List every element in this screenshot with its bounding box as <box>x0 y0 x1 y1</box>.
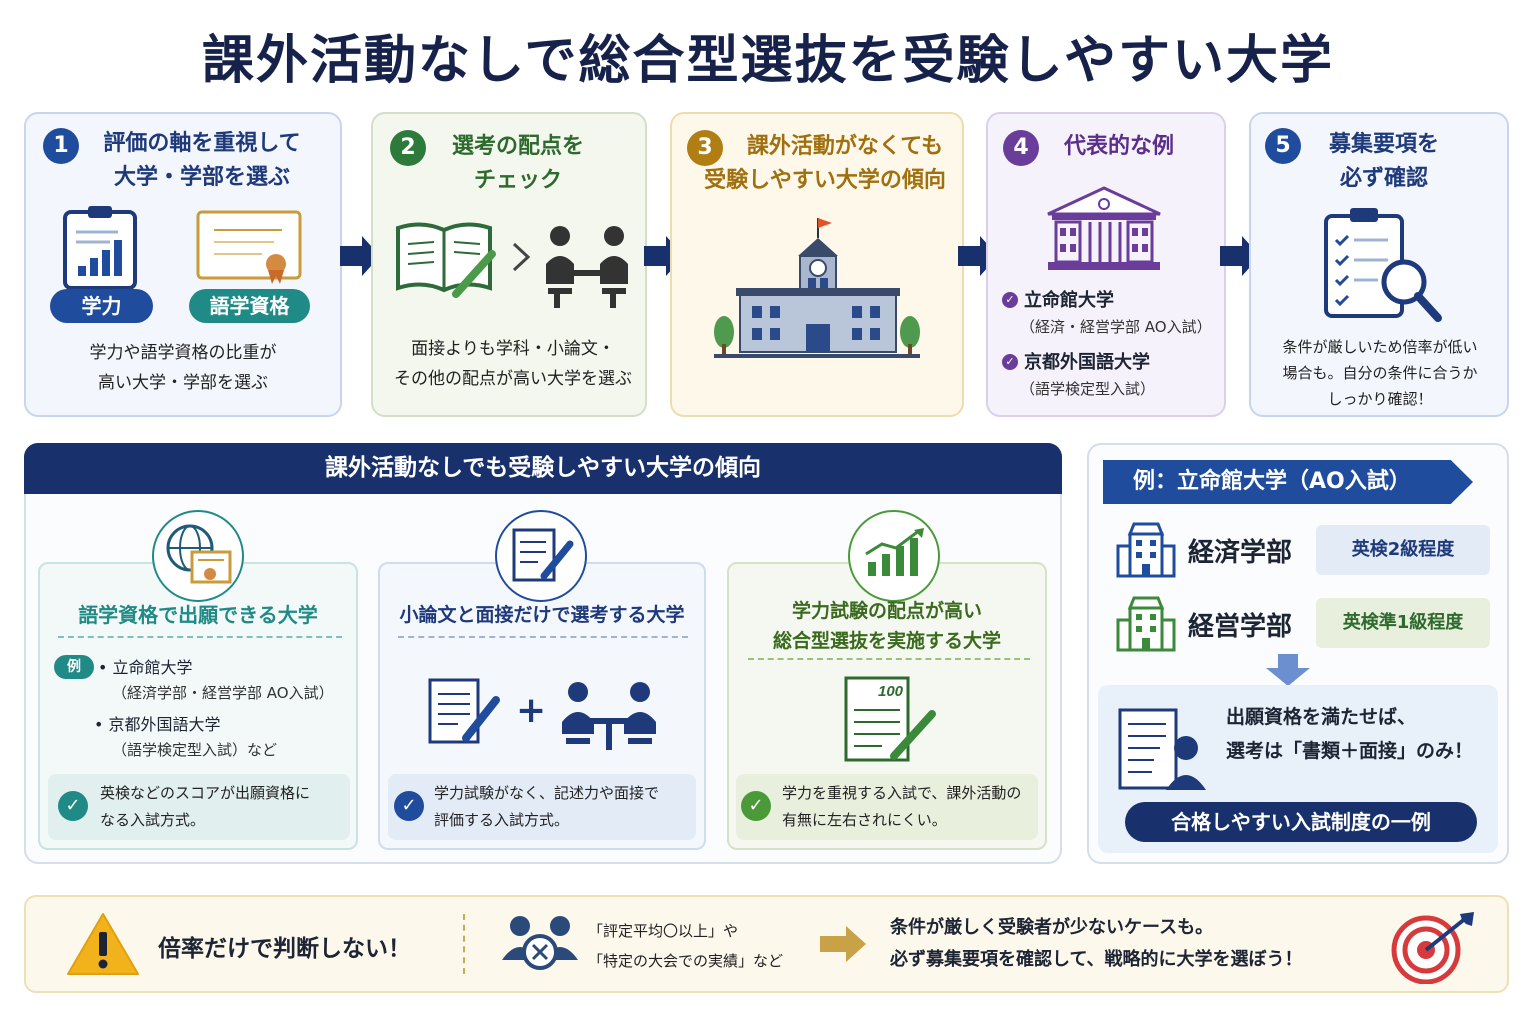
step-1-heading: 評価の軸を重視して大学・学部を選ぶ <box>103 131 301 190</box>
chart-clipboard-icon <box>63 206 137 290</box>
interview-people-icon <box>546 226 628 308</box>
example-university-2-note: （語学検定型入試） <box>1020 380 1156 398</box>
example-summary-pill: 合格しやすい入試制度の一例 <box>1125 802 1477 842</box>
trend-card-3-title: 学力試験の配点が高い総合型選抜を実施する大学 <box>772 600 1001 652</box>
grade-management: 英検準1級程度 <box>1316 598 1490 648</box>
check-icon: ✓ <box>394 791 424 821</box>
step-2-number: 2 <box>390 130 426 166</box>
score-text: 100 <box>878 683 904 700</box>
department-economics: 経済学部 <box>1188 538 1293 568</box>
check-icon: ✓ <box>1002 354 1018 370</box>
target-icon <box>1391 912 1474 984</box>
building-icon-blue <box>1116 522 1176 578</box>
bottom-warning-bar <box>24 895 1509 993</box>
step-5-heading: 募集要項を必ず確認 <box>1328 132 1439 191</box>
arrow-down-icon <box>1266 654 1310 686</box>
divider <box>58 636 342 638</box>
arrow-right-icon <box>340 236 380 276</box>
globe-certificate-icon <box>166 524 232 584</box>
card-1-item-2: • 京都外国語大学 <box>94 715 221 734</box>
card-3-note-box <box>736 774 1038 840</box>
building-icon-green <box>1116 596 1176 652</box>
card-2-note-box <box>388 774 696 840</box>
card-2-note: 学力試験がなく、記述力や面接で評価する入試方式。 <box>434 784 660 829</box>
pill-academic: 学力 <box>50 289 153 323</box>
card-1-note: 英検などのスコアが出願資格になる入試方式。 <box>100 784 311 829</box>
example-university-1: 立命館大学 <box>1024 290 1114 311</box>
document-person-icon <box>1118 708 1206 790</box>
trend-card-2-title: 小論文と面接だけで選考する大学 <box>399 604 685 626</box>
trends-panel-title: 課外活動なしでも受験しやすい大学の傾向 <box>24 443 1062 494</box>
step-1-number: 1 <box>43 128 79 164</box>
card-1-item-1: • 立命館大学 <box>98 658 193 677</box>
certificate-icon <box>196 210 302 284</box>
page-title: 課外活動なしで総合型選抜を受験しやすい大学 <box>202 31 1334 91</box>
check-icon: ✓ <box>741 791 771 821</box>
arrow-right-icon <box>820 926 866 962</box>
check-icon: ✓ <box>58 791 88 821</box>
step-3-number: 3 <box>687 130 723 166</box>
growth-chart-icon <box>865 528 924 576</box>
card-1-item-2-note: （語学検定型入試）など <box>112 741 278 759</box>
warning-text: 倍率だけで判断しない！ <box>158 936 411 962</box>
document-pen-icon <box>512 528 574 582</box>
example-university-2: 京都外国語大学 <box>1024 352 1150 373</box>
step-4-heading: 代表的な例 <box>1063 134 1174 159</box>
condition-examples: 「評定平均〇以上」や「特定の大会での実績」など <box>588 922 784 970</box>
divider <box>463 914 465 974</box>
university-building-icon <box>714 218 920 358</box>
divider <box>748 658 1030 660</box>
test-sheet-icon: 100 <box>844 676 936 762</box>
step-3-heading: 課外活動がなくても受験しやすい大学の傾向 <box>704 134 946 193</box>
divider <box>398 636 688 638</box>
interview-icon <box>562 682 656 750</box>
pill-language-qualification: 語学資格 <box>189 289 310 323</box>
check-icon: ✓ <box>1002 292 1018 308</box>
people-excluded-icon <box>502 916 578 970</box>
grade-economics: 英検2級程度 <box>1316 525 1490 575</box>
plus-sign: + <box>516 690 547 731</box>
example-badge: 例 <box>54 655 94 679</box>
example-result-text: 出願資格を満たせば、選考は「書類＋面接」のみ！ <box>1226 706 1474 762</box>
step-4-number: 4 <box>1003 130 1039 166</box>
card-1-item-1-note: （経済学部・経営学部 AO入試） <box>112 684 334 702</box>
card-3-note: 学力を重視する入試で、課外活動の有無に左右されにくい。 <box>782 784 1022 829</box>
step-5-description: 条件が厳しいため倍率が低い場合も。自分の条件に合うかしっかり確認！ <box>1282 338 1478 408</box>
trend-card-1-title: 語学資格で出願できる大学 <box>78 603 318 627</box>
warning-icon <box>67 913 139 975</box>
chevron-right-icon <box>512 242 531 272</box>
example-university-1-note: （経済・経営学部 AO入試） <box>1020 318 1212 336</box>
card-1-note-box <box>48 774 350 840</box>
checklist-magnifier-icon <box>1324 208 1442 322</box>
step-1-description: 学力や語学資格の比重が高い大学・学部を選ぶ <box>89 343 277 393</box>
icon-circle <box>848 510 940 602</box>
open-book-pen-icon <box>396 222 496 298</box>
classical-building-icon <box>1047 186 1161 270</box>
department-management: 経営学部 <box>1188 612 1293 642</box>
step-2-description: 面接よりも学科・小論文・その他の配点が高い大学を選ぶ <box>394 339 632 389</box>
example-panel-title: 例：立命館大学（AO入試） <box>1103 460 1473 504</box>
step-5-number: 5 <box>1265 128 1301 164</box>
essay-icon <box>428 678 500 744</box>
step-2-heading: 選考の配点をチェック <box>451 134 584 193</box>
strategy-message: 条件が厳しく受験者が少ないケースも。必ず募集要項を確認して、戦略的に大学を選ぼう… <box>890 917 1303 970</box>
